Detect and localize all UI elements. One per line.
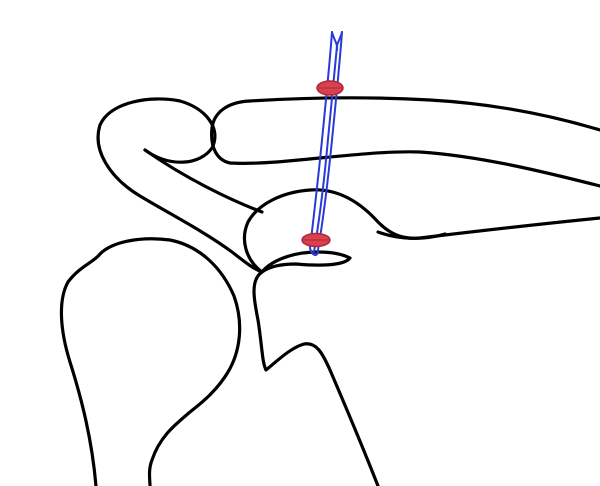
suture-top-tail [331, 31, 343, 51]
suture-loop [309, 31, 343, 256]
coracoid-lip [376, 230, 447, 240]
coracoid-underside [260, 250, 352, 274]
humeral-head [59, 237, 242, 486]
coracoid-process [242, 188, 600, 274]
acromion [96, 97, 264, 274]
scapula-glenoid [252, 270, 380, 486]
cortical-button-clavicle [316, 80, 344, 96]
suture-bottom-loop [309, 247, 319, 256]
scapular-spine [143, 148, 264, 214]
suture-strand-right [317, 31, 343, 251]
suture-strand-inner [313, 45, 338, 253]
cortical-button-coracoid [301, 232, 331, 248]
suture-strand-left [309, 31, 333, 249]
